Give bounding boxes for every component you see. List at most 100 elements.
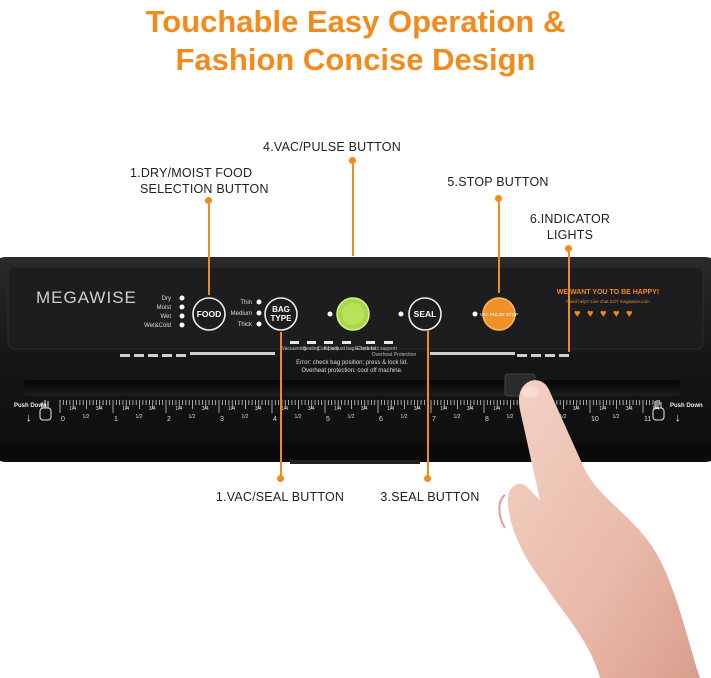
ruler-fraction: 3/4 [202,406,209,412]
callout-dry-moist-line1: 1.DRY/MOIST FOOD [130,166,253,180]
push-down-right-label: Push Down [670,403,703,409]
callout-dot [205,197,212,204]
status-label-e1: E1:adjust bag & lock lid [324,346,376,352]
hand-press-icon-left [39,400,52,421]
bag-option-thin: Thin [240,300,252,306]
error-help-line1: Error: check bag position; press & lock … [296,360,408,366]
food-option-moist: Moist [157,305,172,311]
heart-icon: ♥ [613,308,620,320]
callout-dot [565,245,572,252]
ruler-fraction: 1/2 [454,414,461,420]
heart-icon: ♥ [600,308,607,320]
stop-button-label: VAC PULSE STOP [480,312,518,317]
ruler-fraction: 1/2 [613,414,620,420]
callout-vac-seal: 1.VAC/SEAL BUTTON [215,490,345,504]
ruler-fraction: 1/2 [401,414,408,420]
ruler-fraction: 1/4 [387,406,394,412]
ruler-fraction: 1/2 [83,414,90,420]
help-message: Need help? Live chat 24/7 megawise.com [566,299,650,304]
ruler-fraction: 3/4 [149,406,156,412]
callout-dot [495,195,502,202]
arrow-down-icon: ↓ [26,412,32,424]
ruler-fraction: 1/4 [440,406,447,412]
happy-message: WE WANT YOU TO BE HAPPY! [557,289,659,296]
ruler-number: 8 [485,416,489,423]
vacuum-sealer-device: MEGAWISE Dry Moist Wet Wet&Cold FOOD Thi… [0,257,711,464]
ruler-fraction: 1/4 [334,406,341,412]
callout-indicator-line1: 6.INDICATOR [529,212,611,226]
ruler-number: 10 [591,416,599,423]
status-label-vacuuming: Vacuuming [282,346,307,352]
brand-logo: MEGAWISE [36,288,137,307]
callout-dry-moist-line2: SELECTION BUTTON [140,182,269,196]
callout-line-vac-seal [280,332,282,480]
ruler-fraction: 1/2 [348,414,355,420]
error-help-line2: Overheat protection: cool off machine. [301,368,403,374]
ruler-fraction: 3/4 [414,406,421,412]
headline-line-2: Fashion Concise Design [175,42,536,77]
callout-dot [349,157,356,164]
food-options-list: Dry Moist Wet Wet&Cold [144,295,185,329]
bag-type-label-2: TYPE [271,314,293,323]
callout-seal: 3.SEAL BUTTON [380,490,480,504]
heart-rating-icons: ♥ ♥ ♥ ♥ ♥ [574,308,633,320]
ruler-fraction: 1/2 [136,414,143,420]
food-button[interactable]: FOOD [192,297,226,331]
ruler-fraction: 1/2 [242,414,249,420]
ruler-fraction: 1/2 [189,414,196,420]
stop-button[interactable]: VAC PULSE STOP [480,297,518,331]
ruler-fraction: 3/4 [573,406,580,412]
ruler-fraction: 1/4 [228,406,235,412]
ruler-fraction: 1/4 [652,406,659,412]
ruler-fraction: 1/4 [493,406,500,412]
status-label-complete: Complete [317,346,339,352]
callout-dot [424,475,431,482]
food-option-wet: Wet [160,314,171,320]
callout-stop: 5.STOP BUTTON [447,175,549,189]
food-option-wet-cold: Wet&Cold [144,323,171,329]
vac-pulse-button[interactable] [336,297,370,331]
ruler-fraction: 3/4 [255,406,262,412]
status-indicator-lights [290,341,393,344]
status-labels: Vacuuming Sealing Complete E1:adjust bag… [282,346,417,358]
ruler-fraction: 3/4 [467,406,474,412]
hand-press-icon-right [652,400,665,421]
callout-vac-pulse: 4.VAC/PULSE BUTTON [263,140,401,154]
ruler-fraction: 3/4 [626,406,633,412]
status-label-overheat: Overheat Protection [372,352,417,358]
ruler-number: 5 [326,416,330,423]
ruler-fraction: 1/4 [281,406,288,412]
ruler-number: 0 [61,416,65,423]
seal-button[interactable]: SEAL [408,297,442,331]
callout-line-seal [427,330,429,480]
ruler-fraction: 1/4 [69,406,76,412]
ruler-fraction: 1/4 [599,406,606,412]
ruler-fraction: 1/2 [295,414,302,420]
bag-option-thick: Thick [238,322,253,328]
ruler-number: 11 [644,416,651,423]
status-label-sealing: Sealing [303,346,320,352]
bag-option-medium: Medium [231,311,252,317]
heart-icon: ♥ [574,308,581,320]
ruler-number: 3 [220,416,224,423]
food-option-dry: Dry [162,296,171,302]
ruler-number: 6 [379,416,383,423]
bag-type-button[interactable]: BAG TYPE [264,297,298,331]
ruler-fraction: 3/4 [308,406,315,412]
ruler-number: 7 [432,416,436,423]
device-foot-label [290,460,420,464]
ruler-fraction: 1/2 [560,414,567,420]
ruler-number: 1 [114,416,118,423]
callout-line-indicator [568,248,570,352]
heart-icon: ♥ [587,308,594,320]
bag-type-label-1: BAG [272,305,290,314]
seal-button-label: SEAL [414,309,437,319]
ruler-fraction: 3/4 [96,406,103,412]
ruler-fraction: 1/4 [122,406,129,412]
callout-dot [277,475,284,482]
ruler-fraction: 3/4 [361,406,368,412]
callout-line-food [208,200,210,295]
arrow-down-icon: ↓ [675,412,681,424]
push-down-left-label: Push Down [14,403,47,409]
